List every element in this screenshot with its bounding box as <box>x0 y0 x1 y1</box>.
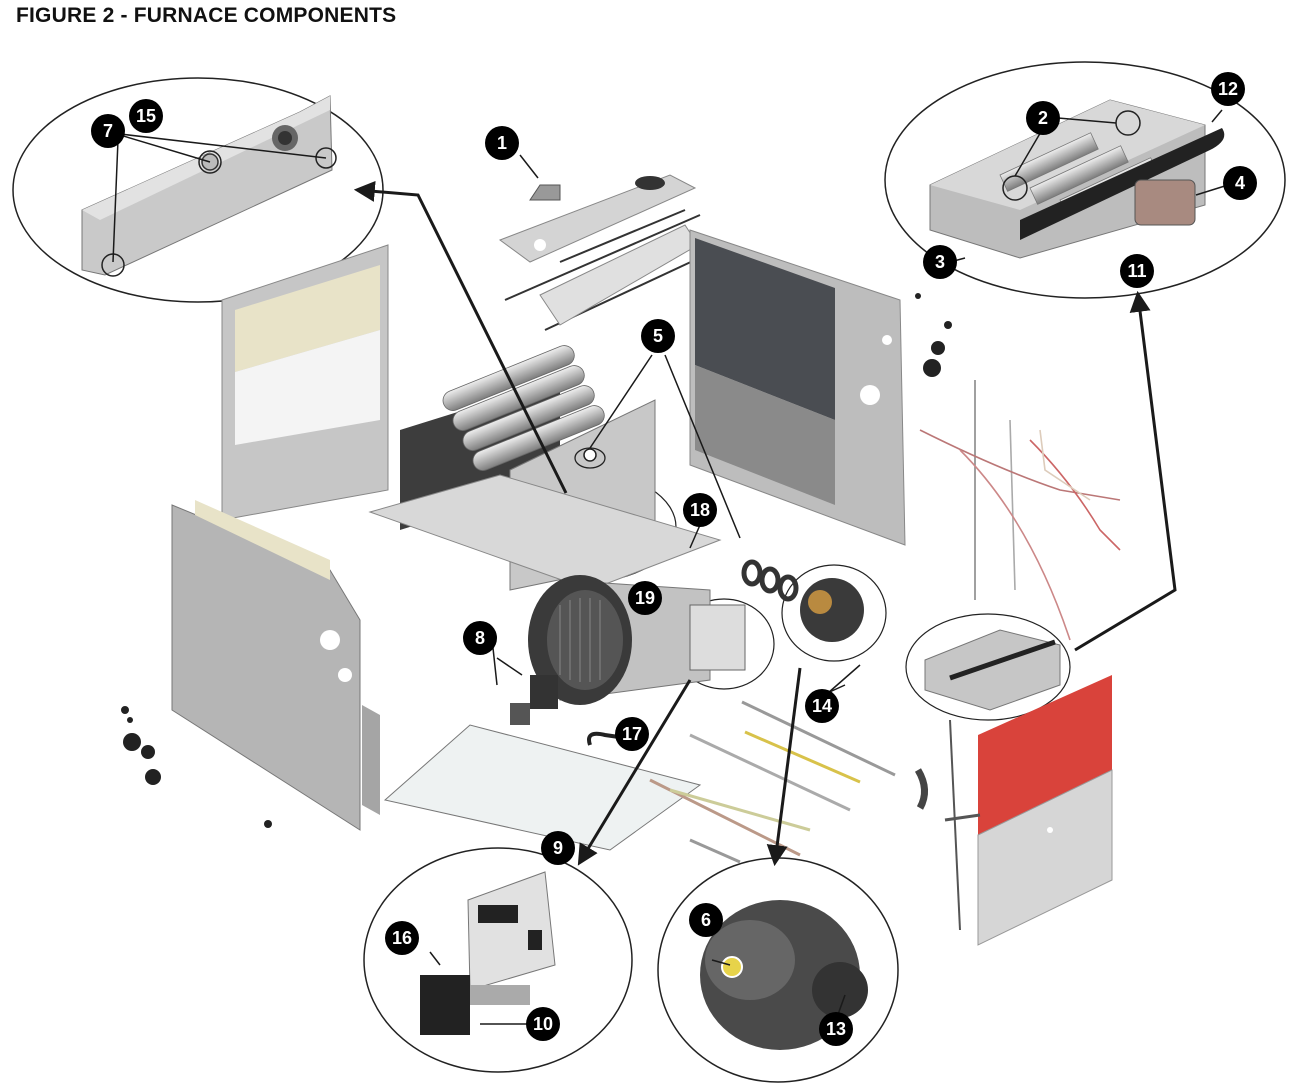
left-back-panel <box>221 244 389 521</box>
svg-text:4: 4 <box>1235 173 1245 193</box>
elbow-pipe <box>914 768 928 810</box>
callout-15: 15 <box>129 99 163 133</box>
svg-text:11: 11 <box>1127 261 1146 281</box>
svg-text:2: 2 <box>1038 108 1048 128</box>
detail-ellipse-control-board <box>363 847 633 1073</box>
svg-text:16: 16 <box>392 928 412 948</box>
callout-5: 5 <box>641 319 675 353</box>
svg-text:15: 15 <box>136 106 156 126</box>
callout-18: 18 <box>683 493 717 527</box>
pressure-switch <box>510 675 558 725</box>
callout-8: 8 <box>463 621 497 655</box>
svg-text:13: 13 <box>826 1019 846 1039</box>
collector-box-detail <box>81 95 337 277</box>
svg-text:3: 3 <box>935 252 945 272</box>
svg-text:7: 7 <box>103 121 113 141</box>
inducer-detail <box>700 900 868 1050</box>
callout-2: 2 <box>1026 101 1060 135</box>
right-back-panel <box>689 229 906 546</box>
svg-text:19: 19 <box>635 588 655 608</box>
svg-text:8: 8 <box>475 628 485 648</box>
figure-title: FIGURE 2 - FURNACE COMPONENTS <box>16 4 397 27</box>
blower-housing <box>528 575 746 705</box>
left-side-panel <box>171 500 380 831</box>
hose <box>587 731 641 746</box>
svg-text:12: 12 <box>1218 79 1238 99</box>
knockouts-right <box>915 293 952 377</box>
callout-13: 13 <box>819 1012 853 1046</box>
callout-4: 4 <box>1223 166 1257 200</box>
front-door-panel <box>944 675 1113 946</box>
knockouts-left <box>121 706 272 828</box>
burner-assembly-small <box>924 629 1061 711</box>
callout-6: 6 <box>689 903 723 937</box>
callout-16: 16 <box>385 921 419 955</box>
callout-10: 10 <box>526 1007 560 1041</box>
svg-text:18: 18 <box>690 500 710 520</box>
callout-12: 12 <box>1211 72 1245 106</box>
callout-9: 9 <box>541 831 575 865</box>
svg-text:14: 14 <box>812 696 832 716</box>
harness-rods <box>649 700 896 864</box>
connector-arrows <box>353 180 1177 867</box>
wiring-harness <box>919 380 1121 641</box>
callout-17: 17 <box>615 717 649 751</box>
small-ellipse-inducer <box>781 564 887 662</box>
inducer-motor-small <box>800 578 864 642</box>
detail-ellipse-burner-assembly <box>884 61 1286 299</box>
svg-text:9: 9 <box>553 838 563 858</box>
gaskets <box>741 559 799 602</box>
detail-ellipse-manifold <box>12 77 384 303</box>
callout-11: 11 <box>1120 254 1154 288</box>
callout-7: 7 <box>91 114 125 148</box>
control-board-detail <box>420 871 556 1035</box>
svg-text:10: 10 <box>533 1014 553 1034</box>
top-panel <box>498 174 697 263</box>
svg-text:5: 5 <box>653 326 663 346</box>
bottom-panel <box>383 724 702 851</box>
svg-text:17: 17 <box>622 724 642 744</box>
leader-2 <box>1014 117 1117 177</box>
burner-assembly-detail <box>929 99 1225 259</box>
deck-plate <box>368 474 722 591</box>
callout-3: 3 <box>923 245 957 279</box>
callout-14: 14 <box>805 689 839 723</box>
leader-7 <box>109 131 327 263</box>
svg-text:1: 1 <box>497 133 507 153</box>
callout-1: 1 <box>485 126 519 160</box>
small-ellipse-burner <box>905 613 1071 721</box>
svg-text:6: 6 <box>701 910 711 930</box>
callout-19: 19 <box>628 581 662 615</box>
